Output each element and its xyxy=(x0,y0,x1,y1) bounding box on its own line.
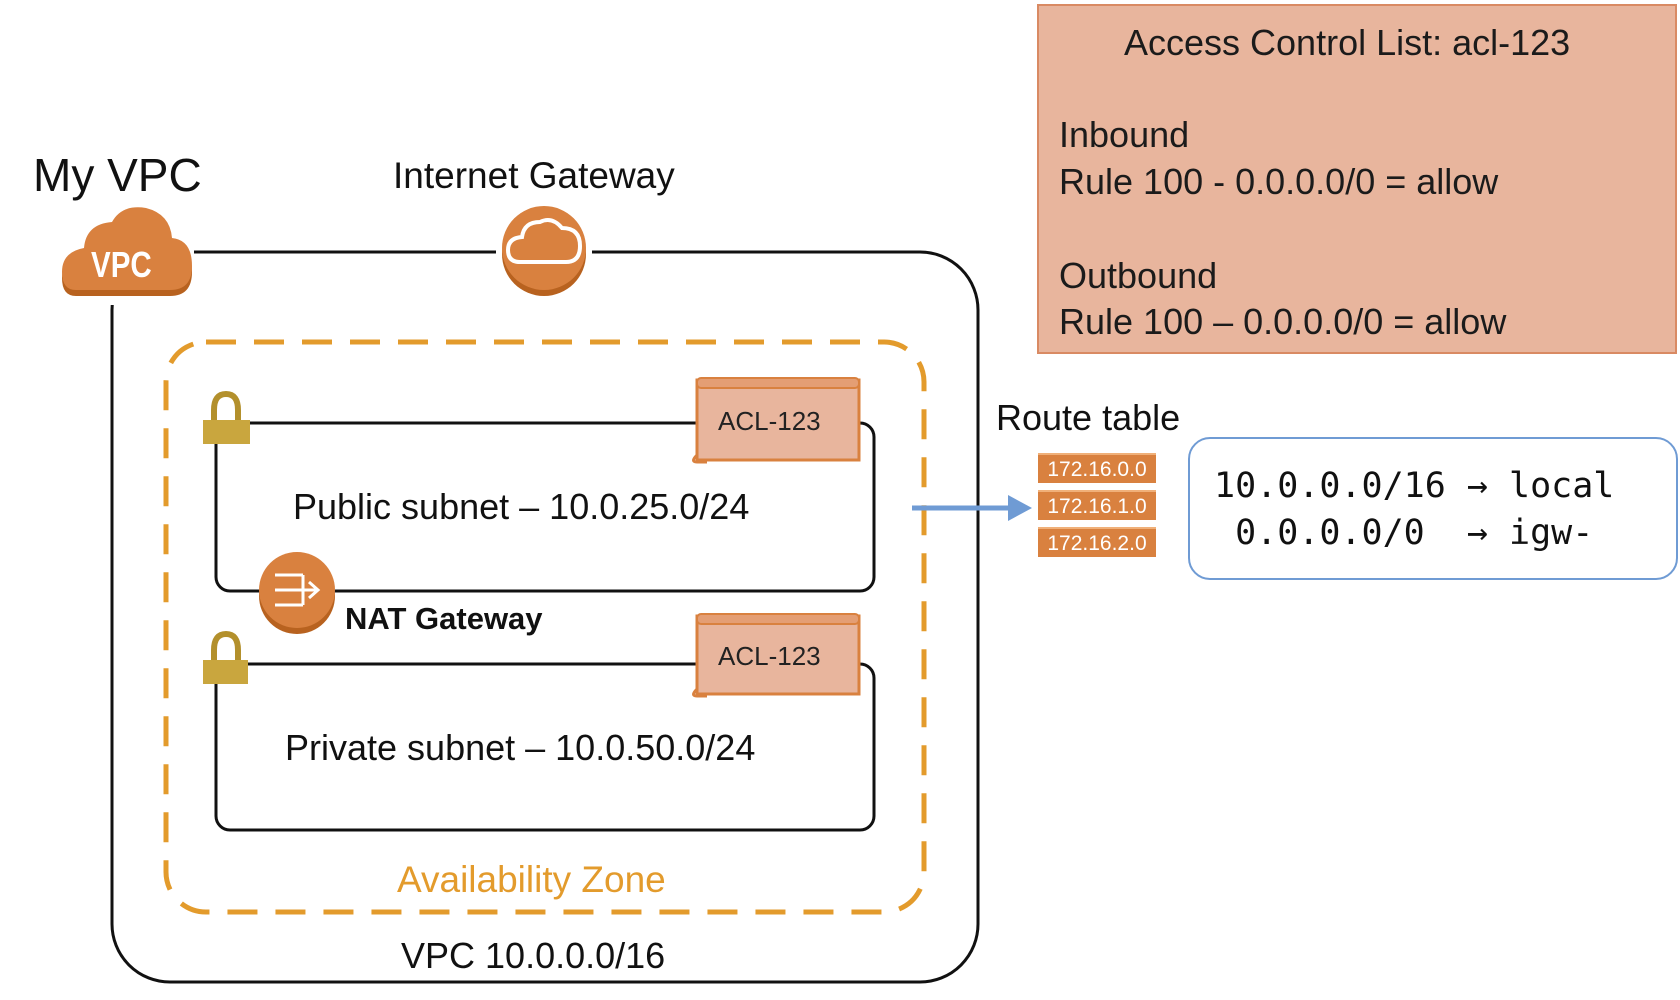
nat-gateway-icon xyxy=(259,552,335,634)
route-chip: 172.16.1.0 xyxy=(1038,490,1156,520)
acl-scroll-private xyxy=(692,613,861,698)
acl-scroll-public xyxy=(692,377,861,464)
acl-inbound-rule: Rule 100 - 0.0.0.0/0 = allow xyxy=(1059,161,1499,202)
lock-icon-public xyxy=(203,390,250,444)
availability-zone-boundary xyxy=(163,339,927,915)
acl-inbound-title: Inbound xyxy=(1059,114,1190,155)
lock-icon-private xyxy=(203,630,248,684)
public-subnet-box[interactable] xyxy=(214,421,876,593)
private-subnet-box[interactable] xyxy=(214,662,876,832)
acl-tag-public: ACL-123 xyxy=(718,406,821,436)
internet-gateway-icon xyxy=(502,206,586,296)
vpc-icon xyxy=(62,207,192,296)
private-subnet-label: Private subnet – 10.0.50.0/24 xyxy=(285,727,756,768)
acl-tag-private: ACL-123 xyxy=(718,641,821,671)
public-subnet-label: Public subnet – 10.0.25.0/24 xyxy=(293,486,750,527)
acl-outbound-title: Outbound xyxy=(1059,255,1218,296)
nat-gateway-label: NAT Gateway xyxy=(345,601,543,636)
route-chip: 172.16.2.0 xyxy=(1038,527,1156,557)
route-entry: 0.0.0.0/0 → igw- xyxy=(1214,513,1594,553)
route-chip: 172.16.0.0 xyxy=(1038,453,1156,483)
acl-outbound-rule: Rule 100 – 0.0.0.0/0 = allow xyxy=(1059,301,1507,342)
route-arrow xyxy=(912,495,1032,521)
vpc-cidr-label: VPC 10.0.0.0/16 xyxy=(401,935,666,976)
acl-header-name: acl-123 xyxy=(1452,22,1571,63)
internet-gateway-title: Internet Gateway xyxy=(393,155,675,196)
acl-header-prefix: Access Control List: xyxy=(1124,22,1453,63)
route-table-box[interactable]: 10.0.0.0/16 → local 0.0.0.0/0 → igw- xyxy=(1188,437,1678,580)
vpc-icon-label: VPC xyxy=(91,244,152,285)
acl-panel-header: Access Control List: acl-123 xyxy=(1124,25,1570,61)
acl-panel: Access Control List: acl-123 Inbound Rul… xyxy=(1037,4,1677,354)
route-entry: 10.0.0.0/16 → local xyxy=(1214,466,1615,506)
availability-zone-label: Availability Zone xyxy=(397,859,666,900)
vpc-title: My VPC xyxy=(33,149,202,201)
route-table-title: Route table xyxy=(996,397,1181,438)
